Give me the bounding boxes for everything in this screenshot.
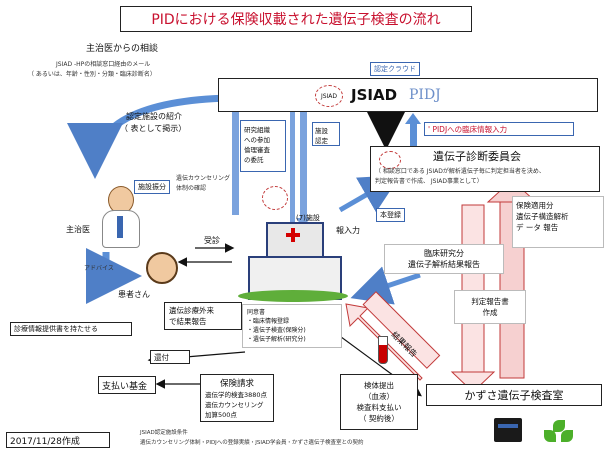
insurance-line3: デ ータ 報告 bbox=[516, 223, 559, 232]
doctor-figure bbox=[100, 186, 140, 248]
specimen-box: 検体提出 （血液） 検査料支払い （ 契約後） bbox=[340, 374, 418, 430]
diagram-title-box: PIDにおける保険収載された遺伝子検査の流れ bbox=[120, 6, 472, 32]
arrow-result-report-body bbox=[362, 291, 441, 369]
outpatient-line2: で結果報告 bbox=[169, 317, 207, 326]
facility-cert-box: 施設 認定 bbox=[312, 122, 340, 146]
insurance-claim-line3: 加算500点 bbox=[205, 411, 237, 419]
facility-cert-line1: 施設 bbox=[315, 127, 328, 135]
diagram-title: PIDにおける保険収載された遺伝子検査の流れ bbox=[151, 12, 441, 28]
committee-note2: 判定報告書で作成、 JSIAD事業として） bbox=[375, 178, 483, 185]
insurance-line2: 遺伝子構造解析 bbox=[516, 212, 569, 221]
hospital-lawn bbox=[238, 290, 348, 302]
patient-figure bbox=[142, 250, 178, 284]
arrow-jsiad-to-doctor bbox=[67, 94, 231, 179]
payment-fund-label: 支払い基金 bbox=[102, 382, 148, 392]
jsiad-logo-text: JSIAD bbox=[320, 92, 338, 100]
info-input-label: 報入力 bbox=[336, 226, 360, 235]
consent-item: ・遺伝子検査(保険分) bbox=[247, 327, 306, 334]
pidj-clinical-label: ' PIDJへの臨床情報入力 bbox=[428, 125, 508, 134]
committee-logo bbox=[379, 151, 401, 169]
refund-box: 還付 bbox=[150, 350, 190, 364]
insurance-claim-line2: 遺伝カウンセリング bbox=[205, 401, 264, 409]
consultation-label: 受診 bbox=[204, 236, 220, 245]
consult-line1: JSIAD -HPの相談窓口経由のメール bbox=[56, 61, 151, 68]
insurance-line1: 保険適用分 bbox=[516, 201, 554, 210]
consent-title: 同意書 bbox=[247, 309, 266, 316]
research-line4: の委託 bbox=[244, 156, 264, 164]
registration-tag: 本登録 bbox=[376, 208, 405, 222]
sequencer-icon bbox=[494, 418, 522, 442]
jsiad-name: JSIAD bbox=[351, 86, 398, 104]
committee-title: 遺伝子診断委員会 bbox=[433, 150, 521, 163]
pidj-logo: PIDJ bbox=[409, 87, 441, 103]
research-results-line2: 遺伝子解析結果報告 bbox=[408, 260, 480, 269]
attending-label: 主治医 bbox=[66, 225, 90, 234]
arrow-results-to-hospital bbox=[350, 266, 421, 305]
research-results-box: 臨床研究分 遺伝子解析結果報告 bbox=[384, 244, 504, 274]
date-box: 2017/11/28作成 bbox=[6, 432, 110, 448]
referral-box: 診療情報提供書を持たせる bbox=[10, 322, 132, 336]
counseling-logo bbox=[262, 186, 288, 210]
cloud-tag: 認定クラウド bbox=[370, 62, 420, 76]
arrow-doctor-to-patient bbox=[86, 248, 142, 304]
consent-box: 同意書 ・臨床情報登録 ・遺伝子検査(保険分) ・遺伝子解析(研究分) bbox=[242, 304, 342, 348]
facility-intro-line1: 認定施設の紹介 bbox=[126, 112, 182, 121]
consent-item: ・遺伝子解析(研究分) bbox=[247, 336, 306, 343]
arrow-up-research bbox=[232, 110, 239, 215]
doctor-head bbox=[108, 186, 134, 214]
hospital-building bbox=[238, 222, 348, 304]
small-facility-label: (7)施設 bbox=[296, 214, 320, 222]
arrow-down-facility bbox=[300, 110, 307, 220]
patient-head bbox=[146, 252, 178, 284]
judgment-report-line2: 作成 bbox=[482, 308, 498, 317]
doctor-tie bbox=[117, 216, 123, 238]
payment-fund-box: 支払い基金 bbox=[98, 376, 156, 394]
counseling-check-line1: 遺伝カウンセリング bbox=[176, 175, 231, 182]
footer-line1: JSIAD認定施設条件 bbox=[140, 430, 188, 436]
research-box: 研究組織 への参加 倫理審査 の委託 bbox=[240, 120, 286, 172]
jsiad-logo: JSIAD bbox=[315, 85, 343, 107]
research-line1: 研究組織 bbox=[244, 126, 270, 134]
arrow-committee-to-jsiad bbox=[410, 122, 417, 146]
committee-note1: （ 相談窓口である JSIADが解析遺伝子毎に判定担当者を決め、 bbox=[375, 168, 545, 175]
leaf-icon bbox=[544, 420, 574, 444]
jsiad-box: JSIAD JSIAD PIDJ bbox=[218, 78, 598, 112]
blood-tube-icon bbox=[378, 336, 388, 364]
date-label: 2017/11/28作成 bbox=[10, 437, 80, 447]
arrow-down-facility-2 bbox=[290, 112, 295, 227]
footer-line2: 遺伝カウンセリング体制・PIDJへの登録実績・JSIAD学会員・かずさ遺伝子検査… bbox=[140, 440, 364, 446]
insurance-claim-title: 保険請求 bbox=[219, 379, 254, 389]
pidj-clinical-box: ' PIDJへの臨床情報入力 bbox=[424, 122, 574, 136]
consult-heading: 主治医からの相談 bbox=[86, 44, 159, 54]
kazusa-label: かずさ遺伝子検査室 bbox=[464, 389, 564, 402]
judgment-report-box: 判定報告書 作成 bbox=[454, 290, 526, 324]
facility-assign-tag: 施設振分 bbox=[134, 180, 170, 194]
specimen-line1: 検体提出 bbox=[364, 381, 394, 390]
research-line2: への参加 bbox=[244, 136, 270, 144]
research-results-line1: 臨床研究分 bbox=[424, 249, 464, 258]
facility-intro-line2: （ 表として掲示） bbox=[120, 124, 187, 133]
specimen-line2: （血液） bbox=[364, 392, 394, 401]
research-line3: 倫理審査 bbox=[244, 146, 270, 154]
specimen-line4: （ 契約後） bbox=[359, 414, 399, 423]
outpatient-box: 遺伝診療外来 で結果報告 bbox=[164, 302, 242, 330]
committee-box: 遺伝子診断委員会 （ 相談窓口である JSIADが解析遺伝子毎に判定担当者を決め… bbox=[370, 146, 600, 192]
hospital-roof bbox=[266, 222, 324, 260]
hospital-cross bbox=[286, 228, 300, 242]
insurance-claim-box: 保険請求 遺伝学的検査3880点 遺伝カウンセリング 加算500点 bbox=[200, 374, 274, 422]
patient-label: 患者さん bbox=[118, 290, 150, 299]
judgment-report-line1: 判定報告書 bbox=[471, 297, 509, 306]
consent-item: ・臨床情報登録 bbox=[247, 318, 290, 325]
refund-label: 還付 bbox=[154, 353, 169, 362]
insurance-claim-line1: 遺伝学的検査3880点 bbox=[205, 391, 268, 399]
outpatient-line1: 遺伝診療外来 bbox=[169, 306, 214, 315]
specimen-line3: 検査料支払い bbox=[356, 403, 402, 412]
kazusa-box: かずさ遺伝子検査室 bbox=[426, 384, 602, 406]
referral-label: 診療情報提供書を持たせる bbox=[14, 325, 98, 333]
facility-cert-line2: 認定 bbox=[315, 137, 328, 145]
consult-line2: （ あるいは、年齢・性別・分類・臨床診断名） bbox=[28, 71, 156, 78]
insurance-box: 保険適用分 遺伝子構造解析 デ ータ 報告 bbox=[512, 196, 604, 248]
advice-label: アドバイス bbox=[84, 265, 114, 272]
counseling-check-line2: 体制の確認 bbox=[176, 185, 207, 192]
